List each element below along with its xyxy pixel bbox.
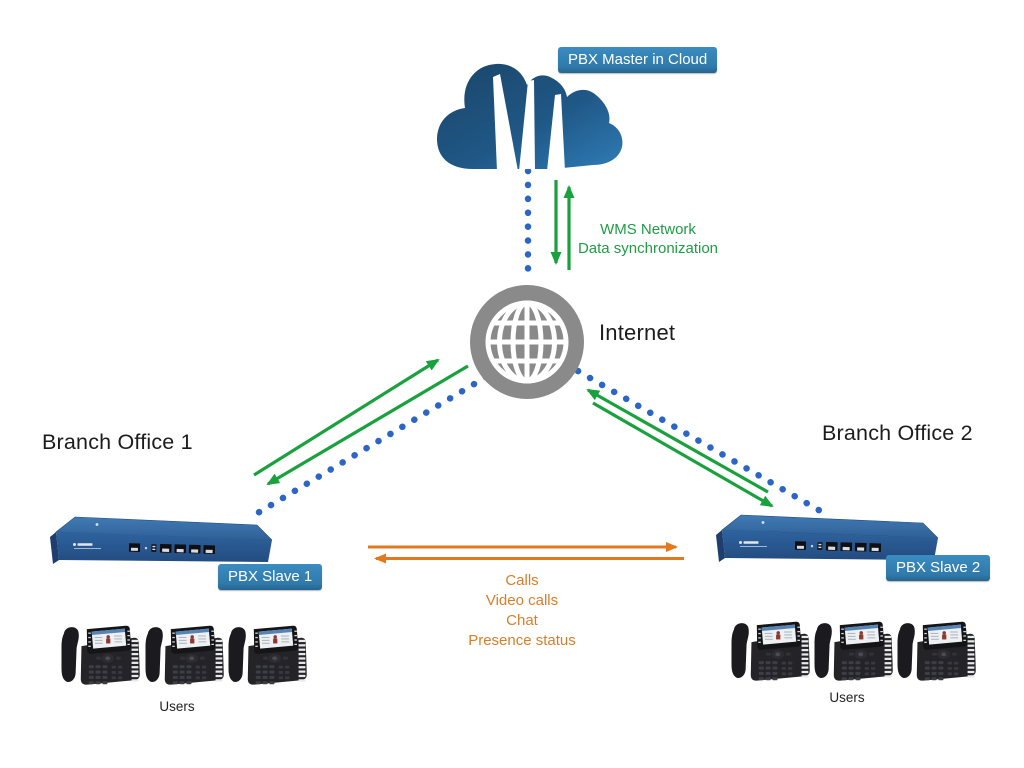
desk-phone-icon	[56, 616, 140, 688]
internet-to-pbx2-arrow-icon	[592, 401, 774, 508]
pbx-slave2-label-text: PBX Slave 2	[896, 559, 981, 576]
internet-label: Internet	[599, 320, 676, 345]
pbx-slave1-label: PBX Slave 1	[218, 564, 323, 590]
branch1-title: Branch Office 1	[42, 430, 193, 454]
services-text: Calls Video calls Chat Presence status	[402, 571, 642, 651]
cloud-icon	[437, 63, 623, 169]
desk-phone-icon	[140, 616, 224, 688]
dotted-line-internet-pbx1	[247, 373, 490, 521]
wms-sync-text: WMS Network Data synchronization	[552, 220, 744, 258]
desk-phone-icon	[809, 612, 893, 684]
wms-sync-line2: Data synchronization	[577, 240, 719, 257]
internet-globe-icon	[470, 285, 584, 399]
pbx-slave1-label-text: PBX Slave 1	[228, 568, 313, 585]
branch2-title: Branch Office 2	[822, 421, 973, 445]
service-line-chat: Chat	[506, 612, 538, 629]
dotted-line-internet-pbx2	[574, 367, 833, 520]
pbx1-to-internet-arrow-icon	[253, 358, 440, 477]
desk-phone-icon	[892, 612, 976, 684]
service-line-calls: Calls	[505, 572, 539, 589]
desk-phone-icon	[726, 612, 810, 684]
service-line-video-calls: Video calls	[485, 592, 559, 609]
wms-sync-line1: WMS Network	[600, 221, 696, 238]
pbx2-to-internet-arrow-icon	[586, 388, 769, 494]
pbx-appliance-1-icon	[50, 514, 272, 564]
pbx-master-label-text: PBX Master in Cloud	[568, 51, 708, 68]
service-line-presence: Presence status	[468, 632, 576, 649]
pbx-master-label: PBX Master in Cloud	[558, 47, 718, 73]
pbx-slave2-label: PBX Slave 2	[886, 555, 991, 581]
branch1-users-label: Users	[159, 699, 195, 714]
branch2-users-label: Users	[829, 690, 865, 705]
desk-phone-icon	[223, 616, 307, 688]
internet-to-pbx1-arrow-icon	[266, 364, 469, 486]
